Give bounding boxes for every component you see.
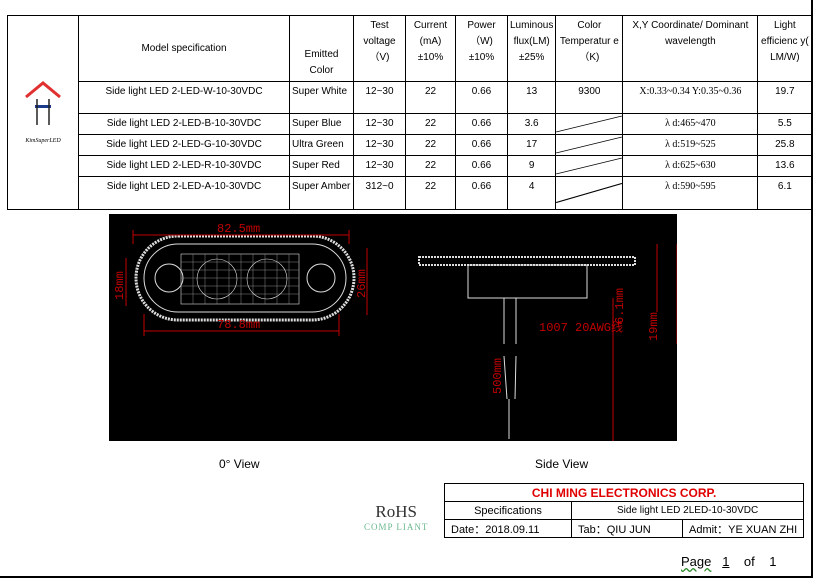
eff-cell: 5.5 — [757, 113, 813, 135]
page-number: Page 1 of 1 — [681, 554, 777, 569]
admit: Admit：YE XUAN ZHI — [681, 519, 805, 538]
side-view-caption: Side View — [535, 457, 589, 471]
color-cell: Super White — [289, 81, 354, 114]
power-cell: 0.66 — [455, 134, 508, 156]
side-view-drawing — [418, 256, 636, 439]
model-cell: Side light LED 2-LED-A-10-30VDC — [78, 176, 290, 210]
eff-cell: 13.6 — [757, 155, 813, 177]
spec-table: KimSuperLED Model specification Emitted … — [7, 15, 813, 210]
header-temp: Color Temperatur e （K) — [555, 15, 624, 82]
dim-total: 19mm — [647, 312, 661, 341]
voltage-cell: 12~30 — [353, 134, 406, 156]
eff-cell: 19.7 — [757, 81, 813, 114]
header-eff: Light efficienc y( LM/W) — [757, 15, 813, 82]
temp-cell: 9300 — [555, 81, 624, 114]
color-cell: Super Amber — [289, 176, 354, 210]
flux-cell: 13 — [506, 81, 557, 114]
dim-cable: 500mm — [491, 358, 505, 394]
logo: KimSuperLED — [7, 15, 79, 210]
header-flux: Luminous flux(LM) ±25% — [506, 15, 557, 82]
color-cell: Ultra Green — [289, 134, 354, 156]
header-xy: X,Y Coordinate/ Dominant wavelength — [622, 15, 759, 82]
voltage-cell: 12~30 — [353, 81, 406, 114]
company-name: CHI MING ELECTRONICS CORP. — [443, 483, 805, 502]
empty-slash-cell — [555, 155, 624, 177]
model-cell: Side light LED 2-LED-R-10-30VDC — [78, 155, 290, 177]
model-cell: Side light LED 2-LED-W-10-30VDC — [78, 81, 290, 114]
dim-length: 82.5mm — [217, 222, 260, 236]
empty-slash-cell — [555, 134, 624, 156]
xy-cell: λ d:465~470 — [622, 113, 759, 135]
flux-cell: 3.6 — [506, 113, 557, 135]
xy-cell: λ d:590~595 — [622, 176, 759, 210]
date: Date：2018.09.11 — [444, 519, 572, 538]
spec-label: Specifications — [444, 501, 572, 520]
xy-cell: X:0.33~0.34 Y:0.35~0.36 — [622, 81, 759, 114]
empty-slash-cell — [555, 113, 624, 135]
header-voltage: Test voltage （V) — [353, 15, 406, 82]
front-view-caption: 0° View — [219, 457, 260, 471]
header-current: Current (mA) ±10% — [405, 15, 456, 82]
model-cell: Side light LED 2-LED-B-10-30VDC — [78, 113, 290, 135]
flux-cell: 9 — [506, 155, 557, 177]
voltage-cell: 312~0 — [353, 176, 406, 210]
header-color: Emitted Color — [289, 15, 354, 82]
current-cell: 22 — [405, 134, 456, 156]
eff-cell: 25.8 — [757, 134, 813, 156]
color-cell: Super Red — [289, 155, 354, 177]
current-cell: 22 — [405, 81, 456, 114]
voltage-cell: 12~30 — [353, 113, 406, 135]
current-cell: 22 — [405, 176, 456, 210]
spec-value: Side light LED 2LED-10-30VDC — [570, 501, 805, 520]
eff-cell: 6.1 — [757, 176, 813, 210]
house-logo-icon — [25, 80, 61, 125]
dim-h2: 26mm — [355, 269, 369, 298]
header-power: Power （W) ±10% — [455, 15, 508, 82]
model-cell: Side light LED 2-LED-G-10-30VDC — [78, 134, 290, 156]
color-cell: Super Blue — [289, 113, 354, 135]
cable-label: 1007 20AWG线 — [539, 320, 623, 335]
header-model: Model specification — [78, 15, 290, 82]
dim-inner: 78.8mm — [217, 318, 260, 332]
flux-cell: 4 — [506, 176, 557, 210]
current-cell: 22 — [405, 113, 456, 135]
power-cell: 0.66 — [455, 176, 508, 210]
title-block: CHI MING ELECTRONICS CORP. Specification… — [443, 483, 805, 538]
flux-cell: 17 — [506, 134, 557, 156]
power-cell: 0.66 — [455, 113, 508, 135]
dim-depth: 6.1mm — [613, 288, 627, 324]
front-view-drawing — [134, 234, 356, 322]
dim-h1: 18mm — [113, 271, 127, 300]
power-cell: 0.66 — [455, 155, 508, 177]
current-cell: 22 — [405, 155, 456, 177]
rohs-mark: RoHS COMP LIANT — [364, 502, 429, 532]
technical-drawing: 82.5mm 78.8mm 18mm 26mm 1007 20AWG线 500m… — [109, 214, 678, 441]
power-cell: 0.66 — [455, 81, 508, 114]
voltage-cell: 12~30 — [353, 155, 406, 177]
xy-cell: λ d:625~630 — [622, 155, 759, 177]
xy-cell: λ d:519~525 — [622, 134, 759, 156]
empty-slash-cell — [555, 176, 624, 210]
tab-author: Tab：QIU JUN — [571, 519, 683, 538]
